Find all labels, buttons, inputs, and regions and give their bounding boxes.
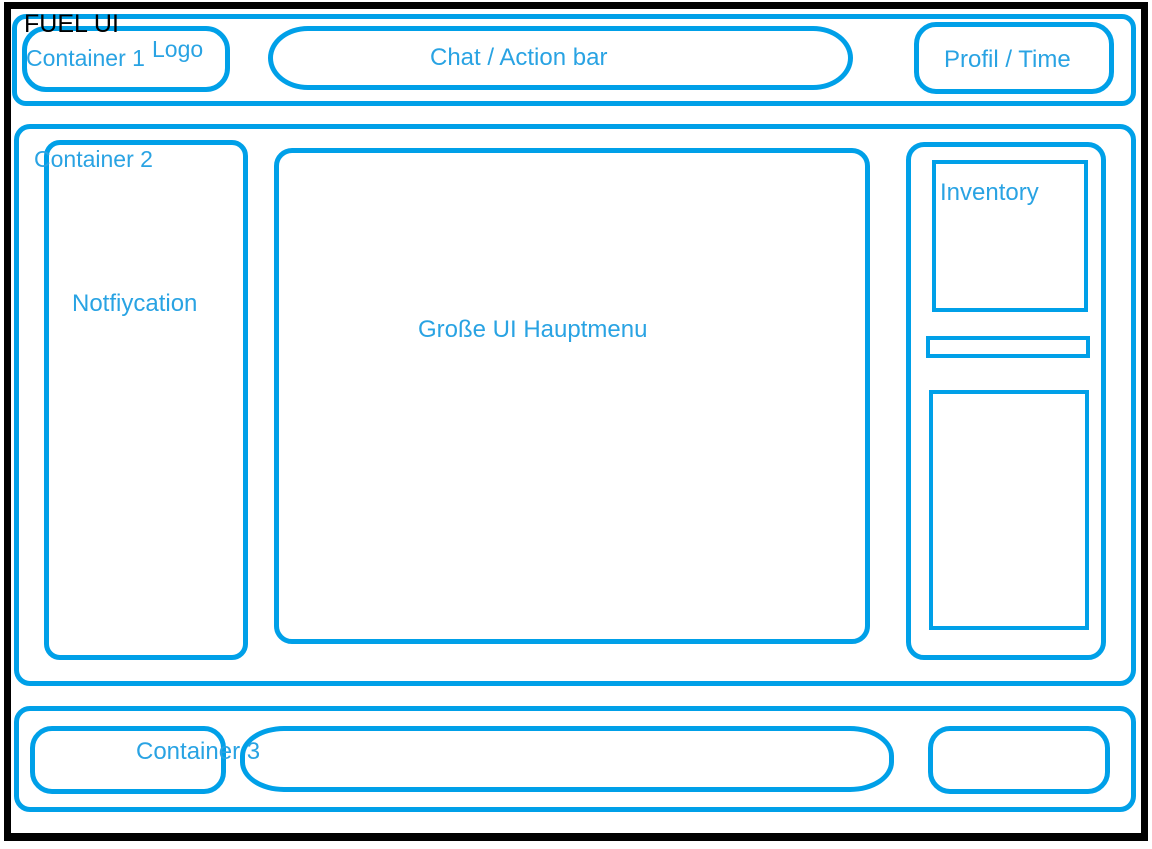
profile-time-box[interactable]: [914, 22, 1114, 94]
inventory-secondary-box[interactable]: [929, 390, 1089, 630]
chat-action-bar[interactable]: [268, 26, 853, 90]
logo-box[interactable]: [22, 26, 230, 92]
notification-panel[interactable]: [44, 140, 248, 660]
footer-middle-bar[interactable]: [240, 726, 894, 792]
main-menu-panel[interactable]: [274, 148, 870, 644]
frame-border-right: [1141, 2, 1148, 841]
inventory-status-bar[interactable]: [926, 336, 1090, 358]
middle-container: [14, 124, 1136, 686]
app-title: FUEL UI: [24, 10, 119, 38]
frame-border-left: [4, 2, 11, 841]
footer-container: [14, 706, 1136, 812]
inventory-panel: [906, 142, 1106, 660]
footer-left-box[interactable]: [30, 726, 226, 794]
frame-border-top: [4, 2, 1148, 9]
inventory-grid-box[interactable]: [932, 160, 1088, 312]
frame-border-bottom: [4, 833, 1148, 841]
header-container: [12, 14, 1136, 106]
footer-right-box[interactable]: [928, 726, 1110, 794]
